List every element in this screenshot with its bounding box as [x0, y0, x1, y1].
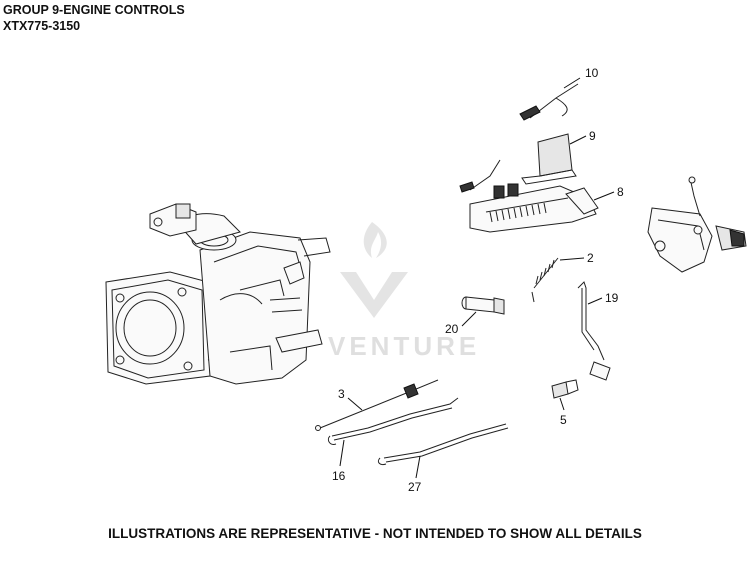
callout-labels: 10 9 8 2 19 20 5 3 16 27: [332, 66, 624, 494]
leader-3: [347, 397, 363, 411]
engine-assembly: [105, 203, 331, 385]
leader-20: [461, 311, 477, 327]
disclaimer-note: ILLUSTRATIONS ARE REPRESENTATIVE - NOT I…: [108, 526, 642, 541]
callout-8: 8: [617, 185, 624, 199]
callout-9: 9: [589, 129, 596, 143]
leader-19: [587, 297, 603, 305]
group-title: GROUP 9-ENGINE CONTROLS: [3, 3, 185, 17]
callout-3: 3: [338, 387, 345, 401]
flame-v-logo-icon: [340, 222, 408, 318]
leader-10: [563, 77, 581, 89]
callout-20: 20: [445, 322, 459, 336]
callout-16: 16: [332, 469, 346, 483]
leader-9: [569, 135, 587, 145]
callout-5: 5: [560, 413, 567, 427]
part-8-control-bracket: [459, 159, 599, 233]
watermark-text: VENTURE: [328, 331, 480, 361]
part-3-cable: [315, 379, 439, 431]
part-10-choke-link: [519, 83, 579, 121]
callout-27: 27: [408, 480, 422, 494]
part-27-link-rod: [377, 423, 509, 465]
diagram-header: GROUP 9-ENGINE CONTROLS XTX775-3150: [3, 2, 185, 34]
part-9-plate: [521, 133, 577, 185]
model-number: XTX775-3150: [3, 19, 81, 33]
part-19-rod: [577, 281, 611, 381]
leader-2: [559, 257, 585, 261]
part-20-bolt: [461, 296, 505, 315]
part-5-clip: [551, 379, 579, 399]
callout-10: 10: [585, 66, 599, 80]
callout-2: 2: [587, 251, 594, 265]
leader-lines: [339, 77, 615, 479]
part-16-link-rod: [327, 397, 459, 445]
leader-16: [339, 439, 345, 467]
leader-27: [415, 455, 421, 479]
leader-5: [559, 397, 565, 411]
watermark: VENTURE: [328, 222, 480, 361]
leader-8: [593, 191, 615, 201]
throttle-lever-assembly: [647, 176, 747, 273]
callout-19: 19: [605, 291, 619, 305]
part-2-spring: [531, 257, 559, 303]
